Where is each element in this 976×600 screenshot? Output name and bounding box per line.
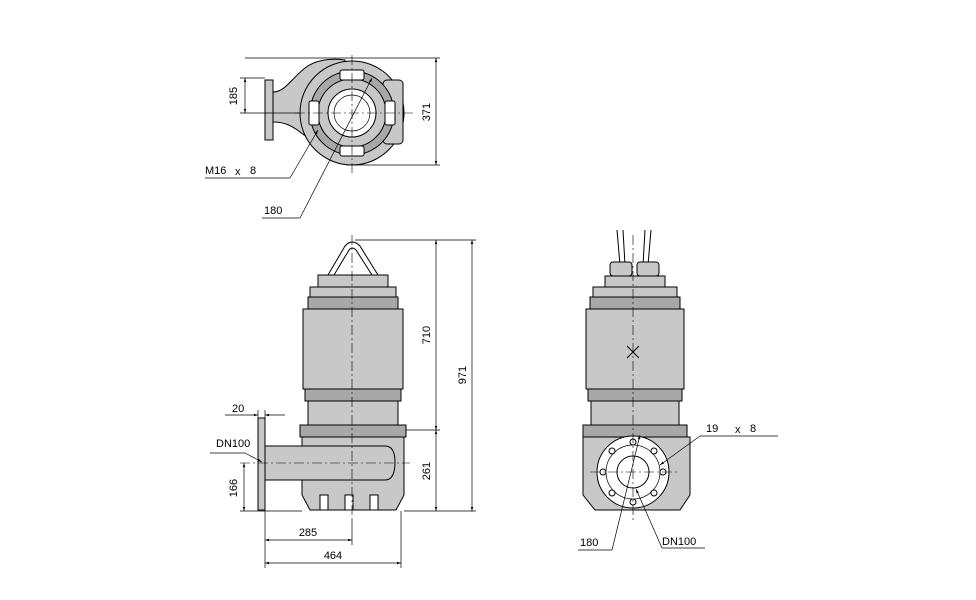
- side-pump-top: [582, 424, 688, 438]
- hole-count: 8: [750, 423, 756, 435]
- dim-20: 20: [232, 403, 244, 415]
- side-lower-housing: [590, 400, 680, 426]
- side-top-cap: [604, 275, 666, 288]
- front-top-cap: [317, 274, 389, 288]
- side-motor: [585, 308, 685, 390]
- front-flange: [257, 417, 266, 511]
- side-view: 19 x 8 180 DN100: [578, 229, 778, 551]
- bolt-size-label: M16: [205, 165, 226, 177]
- bolt-count: 8: [250, 165, 256, 177]
- side-top-ring: [592, 286, 678, 298]
- dim-166: 166: [228, 479, 240, 497]
- top-view: 185 371 M16 x 8 180: [205, 55, 440, 219]
- hole-x: x: [735, 424, 741, 436]
- side-cable-gland-left: [609, 261, 633, 277]
- front-top-band: [307, 296, 399, 310]
- front-handle: [327, 241, 379, 276]
- front-view: 710 971 261 20 DN100 166 285 464: [210, 235, 476, 568]
- dim-464: 464: [324, 550, 342, 562]
- outlet-dn100-front: DN100: [216, 438, 250, 450]
- front-motor-band: [304, 388, 402, 402]
- front-top-ring: [309, 286, 397, 298]
- side-cable-gland-right: [636, 261, 660, 277]
- pcd-180-top: 180: [264, 205, 282, 217]
- outlet-dn100-side: DN100: [662, 536, 696, 548]
- dim-710: 710: [421, 326, 433, 344]
- front-lower-housing: [307, 400, 399, 426]
- front-pump-top: [299, 424, 407, 438]
- pcd-180-side: 180: [580, 537, 598, 549]
- dim-285: 285: [299, 527, 317, 539]
- dim-185: 185: [228, 87, 240, 105]
- side-top-band: [589, 296, 681, 310]
- dim-371: 371: [421, 103, 433, 121]
- dim-261: 261: [421, 462, 433, 480]
- bolt-x: x: [235, 166, 241, 178]
- front-motor: [302, 308, 404, 390]
- top-flange-plate: [264, 79, 274, 141]
- side-motor-band: [587, 388, 683, 402]
- hole-size-label: 19: [706, 423, 718, 435]
- dim-971: 971: [457, 366, 469, 384]
